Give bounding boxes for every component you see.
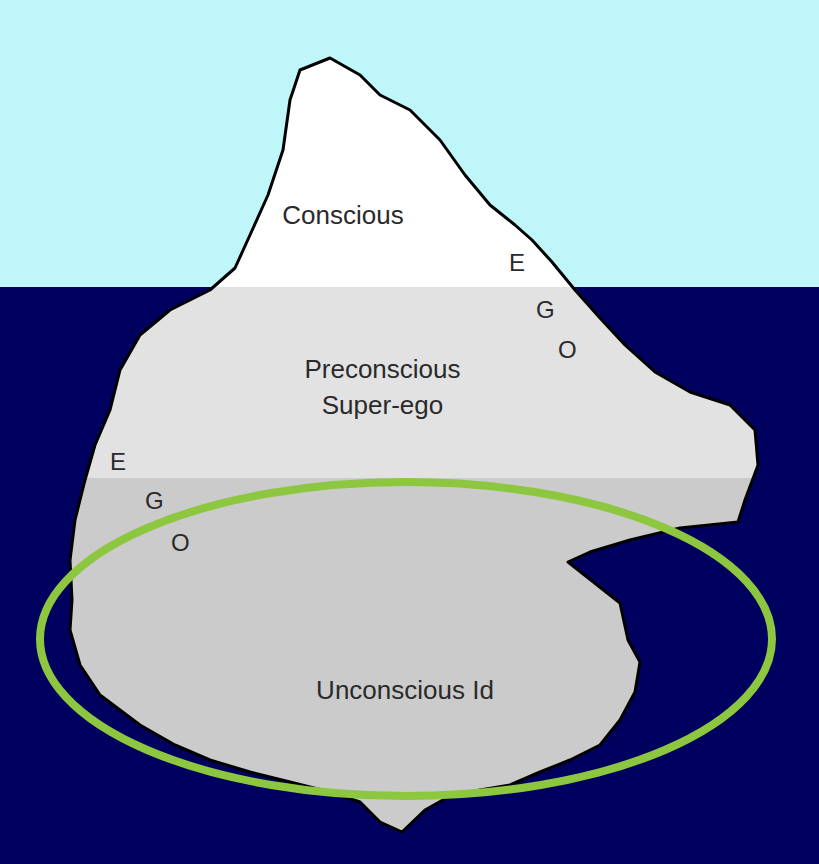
band-label: Super-ego xyxy=(304,387,461,423)
band-label: Unconscious Id xyxy=(316,672,494,708)
ego-letter: E xyxy=(110,448,126,476)
iceberg-outline xyxy=(70,58,758,832)
band-region: Conscious xyxy=(274,193,412,237)
band-label: Preconscious xyxy=(304,351,461,387)
unconscious-band xyxy=(0,478,819,864)
ego-letter: O xyxy=(558,336,577,364)
highlight-ellipse xyxy=(40,482,772,796)
ego-letter: G xyxy=(536,296,555,324)
ego-letter: G xyxy=(145,487,164,515)
band-region: PreconsciousSuper-ego xyxy=(296,347,469,427)
conscious-band xyxy=(0,0,819,287)
ego-letter: E xyxy=(509,249,525,277)
sea xyxy=(0,287,819,864)
preconscious-band xyxy=(0,287,819,478)
sky xyxy=(0,0,819,287)
band-label: Conscious xyxy=(282,197,404,233)
band-region: Unconscious Id xyxy=(308,668,502,712)
ego-letter: O xyxy=(171,529,190,557)
